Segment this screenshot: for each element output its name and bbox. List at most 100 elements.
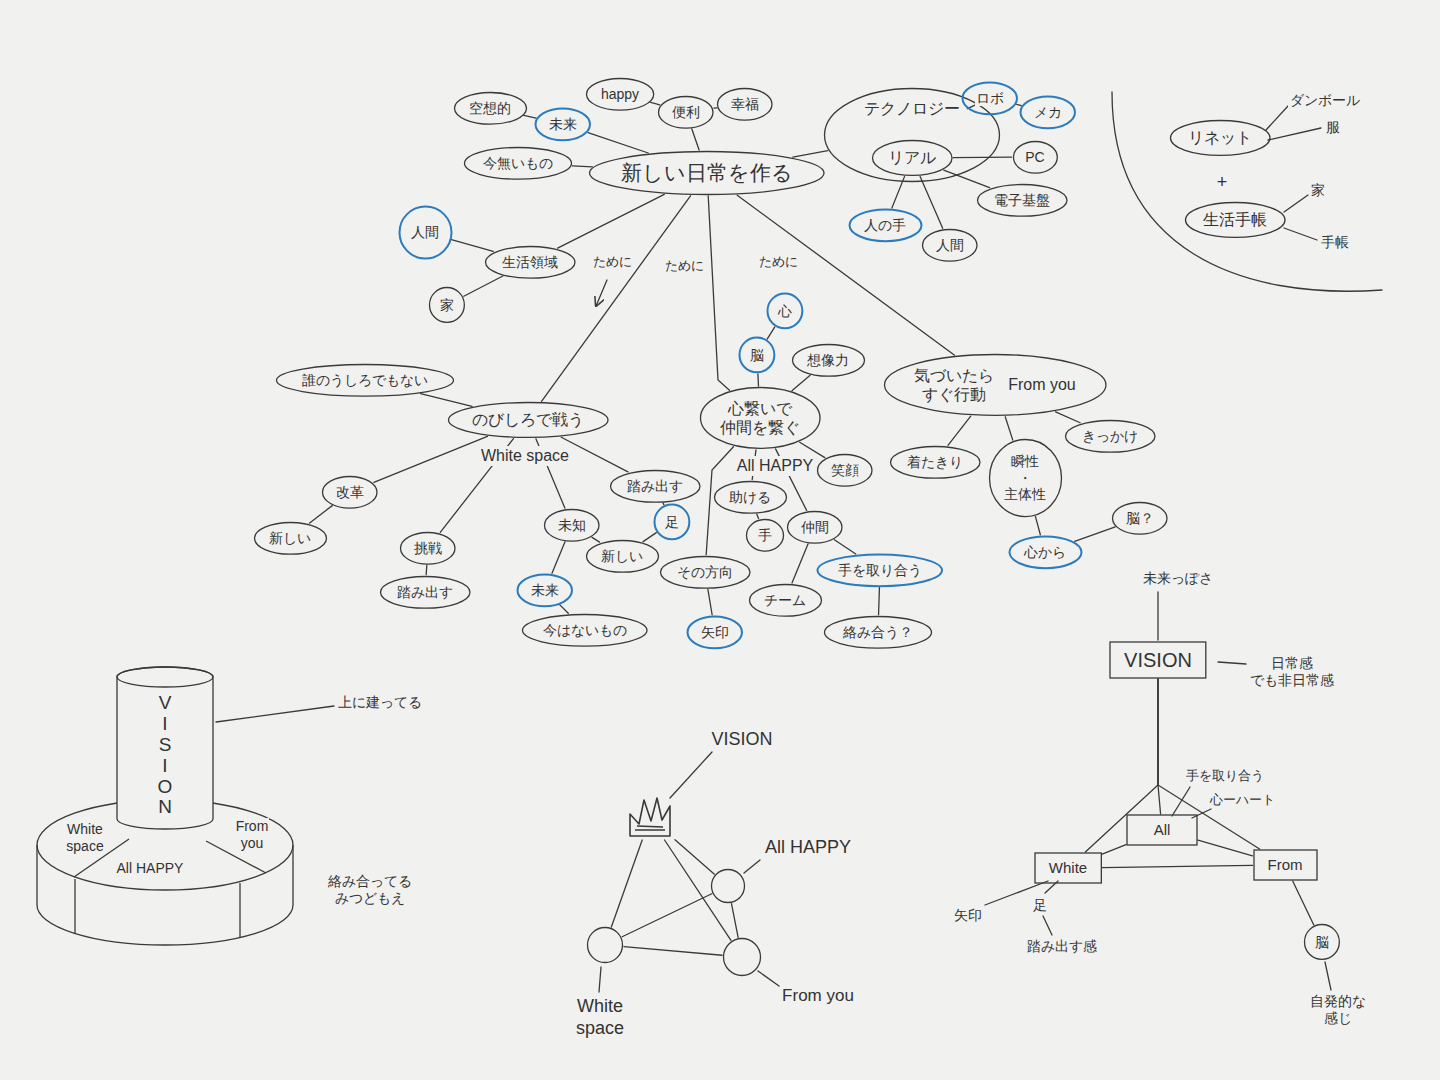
connector-line — [1085, 679, 1158, 852]
idea-circle: 脳 — [1303, 923, 1341, 961]
node-text: White space — [65, 821, 104, 855]
connector-line — [757, 514, 759, 519]
node-text: 今はないもの — [542, 622, 628, 639]
node-text: 気づいたら すぐ行動 — [913, 366, 995, 404]
connector-line — [426, 565, 428, 574]
node-text: 想像力 — [806, 352, 850, 369]
node-text: From — [1267, 856, 1304, 874]
idea-bubble: 想像力 — [791, 343, 866, 378]
node-text: 未来 — [548, 116, 578, 133]
connector-line — [793, 151, 828, 157]
idea-bubble: 未来 — [534, 107, 592, 142]
connector-line — [561, 437, 628, 472]
node-text: 矢印 — [700, 624, 730, 641]
node-text: 新しい — [600, 548, 644, 565]
node-text: All HAPPY — [116, 860, 185, 877]
note-text: 服 — [1324, 119, 1342, 136]
node-text: 着たきり — [906, 454, 964, 471]
idea-bubble: 踏み出す — [609, 469, 702, 504]
node-text: 瞬性 ・主体性 — [1003, 453, 1047, 503]
idea-bubble: 着たきり — [889, 445, 982, 480]
connector-line — [692, 129, 699, 150]
connector-line — [651, 102, 660, 104]
leader-line — [758, 971, 779, 986]
idea-bubble: 新しい — [253, 521, 328, 556]
note-text: 矢印 — [952, 907, 984, 924]
node-text: 笑顔 — [830, 462, 860, 479]
connector-line — [1198, 840, 1253, 856]
connector-line — [1035, 516, 1040, 534]
node-text: PC — [1024, 149, 1045, 166]
note-text: + — [1215, 172, 1230, 194]
connector-line — [800, 442, 825, 457]
node-text: 家 — [439, 297, 455, 314]
shape-outline — [586, 926, 624, 964]
idea-bubble: 助ける — [713, 480, 788, 515]
idea-bubble: のびしろで戦うWhite space — [447, 401, 610, 439]
idea-bubble: 瞬性 ・主体性 — [988, 438, 1063, 518]
node-text: All HAPPY — [736, 456, 814, 475]
node-text: チーム — [763, 592, 807, 609]
idea-bubble: 心から — [1008, 535, 1083, 570]
connector-line — [592, 537, 600, 542]
connector-line — [1005, 417, 1013, 440]
node-text: White space — [480, 446, 570, 465]
node-text: のびしろで戦う — [471, 410, 585, 429]
note-text: 絡み合ってる みつどもえ — [326, 873, 414, 907]
idea-bubble: 誰のうしろでもない — [275, 363, 455, 398]
leader-line — [1157, 592, 1158, 640]
node-text: All HAPPY — [764, 837, 852, 859]
leader-line — [1172, 787, 1190, 816]
node-text: 足 — [664, 514, 680, 531]
connector-line — [622, 894, 712, 937]
note-text: 手を取り合う — [1184, 768, 1266, 784]
leader-line — [1218, 662, 1246, 664]
idea-bubble: 仲間 — [786, 510, 844, 545]
connector-line — [421, 394, 472, 407]
note-text: 未来っぽさ — [1141, 570, 1215, 587]
node-text: 心 — [777, 303, 793, 320]
connector-line — [1056, 412, 1081, 423]
node-text: テクノロジー — [863, 99, 961, 118]
leader-line — [1284, 195, 1308, 212]
connector-line — [1158, 679, 1260, 849]
connector-line — [878, 587, 880, 614]
leader-line — [599, 967, 601, 992]
note-text: 自発的な 感じ — [1308, 993, 1368, 1027]
idea-circle: White space — [586, 926, 624, 964]
connector-line — [560, 605, 568, 613]
node-text: 踏み出す — [396, 584, 454, 601]
node-text: VISION — [710, 729, 773, 751]
connector-line — [1102, 845, 1126, 855]
connector-line — [374, 436, 488, 482]
idea-bubble: 絡み合う？ — [823, 615, 933, 650]
idea-bubble: 挑戦 — [399, 531, 457, 566]
idea-bubble: 人間 — [921, 228, 979, 263]
connector-line — [611, 840, 642, 927]
node-text: 幸福 — [730, 96, 760, 113]
connector-line — [588, 133, 648, 153]
leader-line — [744, 860, 760, 873]
note-text: 足 — [1031, 897, 1049, 914]
node-text: White — [1048, 859, 1088, 877]
note-text: 踏み出す感 — [1025, 938, 1099, 955]
leader-line — [670, 752, 712, 798]
idea-bubble: 人の手 — [848, 208, 923, 243]
idea-bubble: 生活手帳 — [1184, 201, 1287, 239]
vision-pillar: VISION — [115, 665, 215, 831]
node-text: 脳 — [749, 347, 765, 364]
connector-line — [572, 166, 592, 167]
node-text: その方向 — [676, 564, 734, 581]
node-text: 空想的 — [468, 100, 512, 117]
connector-line — [464, 276, 503, 296]
idea-bubble: 改革 — [321, 475, 379, 510]
idea-bubble: リアル — [871, 139, 954, 177]
connector-line — [714, 107, 717, 109]
connector-line — [767, 327, 775, 339]
idea-circle: All HAPPY — [710, 868, 746, 904]
node-text: 新しい日常を作る — [620, 160, 794, 185]
node-text: 新しい — [268, 530, 312, 547]
node-text: 未知 — [557, 517, 587, 534]
leader-line — [1268, 128, 1321, 140]
idea-bubble: 生活領域 — [484, 245, 577, 280]
